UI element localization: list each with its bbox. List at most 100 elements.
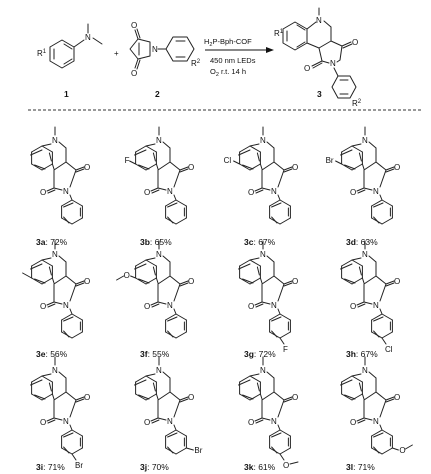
nitrogen-label: N: [362, 250, 368, 259]
product-id: 3i: [36, 462, 43, 472]
product-yield: : 56%: [45, 349, 67, 359]
oxygen-label: O: [144, 302, 150, 311]
nitrogen-label: N: [316, 16, 322, 25]
nitrogen-label: N: [156, 136, 162, 145]
aryl-halogen-label: Br: [194, 446, 202, 455]
product-3f-caption: 3f: 55%: [140, 349, 170, 359]
oxygen-label: O: [40, 418, 46, 427]
arrow-head: [266, 47, 274, 53]
nitrogen-label: N: [52, 250, 58, 259]
oxygen-label: O: [84, 393, 90, 402]
reactant-2-number: 2: [155, 89, 160, 99]
product-3h-caption: 3h: 67%: [346, 349, 378, 359]
nitrogen-label: N: [63, 187, 69, 196]
oxygen-label: O: [188, 393, 194, 402]
product-3k-structure: N O O N O: [238, 356, 299, 470]
product-yield: : 71%: [43, 462, 65, 472]
product-id: 3g: [244, 349, 254, 359]
product-id: 3j: [140, 462, 147, 472]
oxygen-label: O: [144, 418, 150, 427]
nitrogen-label: N: [271, 417, 277, 426]
nitrogen-label: N: [362, 136, 368, 145]
reactant-1-structure: N R1: [37, 23, 103, 69]
oxygen-label: O: [394, 277, 400, 286]
oxygen-label: O: [144, 188, 150, 197]
product-yield: : 61%: [253, 462, 275, 472]
oxygen-label: O: [248, 302, 254, 311]
oxygen-label: O: [350, 302, 356, 311]
nitrogen-label: N: [373, 417, 379, 426]
nitrogen-label: N: [260, 366, 266, 375]
atmosphere-label: O2 r.t. 14 h: [210, 67, 246, 78]
oxygen-label: O: [394, 163, 400, 172]
nitrogen-label: N: [156, 366, 162, 375]
oxygen-label: O: [350, 418, 356, 427]
product-yield: : 67%: [253, 237, 275, 247]
nitrogen-label: N: [167, 187, 173, 196]
nitrogen-label: N: [330, 59, 336, 68]
nitrogen-label: N: [362, 366, 368, 375]
product-id: 3b: [140, 237, 150, 247]
oxygen-label: O: [248, 418, 254, 427]
oxygen-label: O: [292, 393, 298, 402]
product-id: 3k: [244, 462, 254, 472]
oxygen-label: O: [84, 277, 90, 286]
nitrogen-label: N: [373, 301, 379, 310]
nitrogen-label: N: [260, 250, 266, 259]
product-3g-caption: 3g: 72%: [244, 349, 276, 359]
product-3b-caption: 3b: 65%: [140, 237, 172, 247]
oxygen-label: O: [131, 69, 137, 78]
nitrogen-label: N: [156, 250, 162, 259]
oxygen-label: O: [399, 446, 405, 455]
r1-label: R1: [274, 29, 284, 38]
aryl-halogen-label: Cl: [385, 345, 393, 354]
product-id: 3d: [346, 237, 356, 247]
oxygen-label: O: [304, 64, 310, 73]
aryl-halogen-label: Br: [75, 461, 83, 470]
oxygen-label: O: [292, 163, 298, 172]
catalyst-label: H2P-Bph-COF: [204, 37, 252, 48]
product-id: 3h: [346, 349, 356, 359]
r2-label: R2: [352, 99, 362, 108]
oxygen-label: O: [248, 188, 254, 197]
plus-sign: +: [114, 49, 119, 58]
product-3l-structure: N O O N O: [340, 356, 413, 455]
nitrogen-label: N: [373, 187, 379, 196]
product-yield: : 70%: [147, 462, 169, 472]
nitrogen-label: N: [63, 417, 69, 426]
product-yield: : 63%: [356, 237, 378, 247]
nitrogen-label: N: [63, 301, 69, 310]
product-3k-caption: 3k: 61%: [244, 462, 276, 472]
oxygen-label: O: [350, 188, 356, 197]
ring-halogen-label: Cl: [224, 156, 232, 165]
nitrogen-label: N: [152, 45, 158, 54]
oxygen-label: O: [283, 461, 289, 470]
product-3h-structure: N O O N Cl: [340, 240, 400, 354]
product-id: 3f: [140, 349, 148, 359]
ring-halogen-label: F: [125, 156, 130, 165]
product-3c-caption: 3c: 67%: [244, 237, 276, 247]
oxygen-label: O: [84, 163, 90, 172]
oxygen-label: O: [124, 271, 130, 280]
oxygen-label: O: [394, 393, 400, 402]
r2-label: R2: [191, 59, 201, 68]
nitrogen-label: N: [167, 301, 173, 310]
product-3d-caption: 3d: 63%: [346, 237, 378, 247]
nitrogen-label: N: [167, 417, 173, 426]
nitrogen-label: N: [85, 33, 91, 42]
product-structure: R1 N O O N R2: [274, 7, 362, 108]
product-id: 3c: [244, 237, 254, 247]
product-yield: : 71%: [353, 462, 375, 472]
ring-halogen-label: Br: [326, 156, 334, 165]
product-id: 3e: [36, 349, 46, 359]
oxygen-label: O: [40, 188, 46, 197]
product-3j-structure: N O O N Br: [134, 356, 203, 455]
product-number: 3: [317, 89, 322, 99]
nitrogen-label: N: [271, 301, 277, 310]
product-3j-caption: 3j: 70%: [140, 462, 169, 472]
